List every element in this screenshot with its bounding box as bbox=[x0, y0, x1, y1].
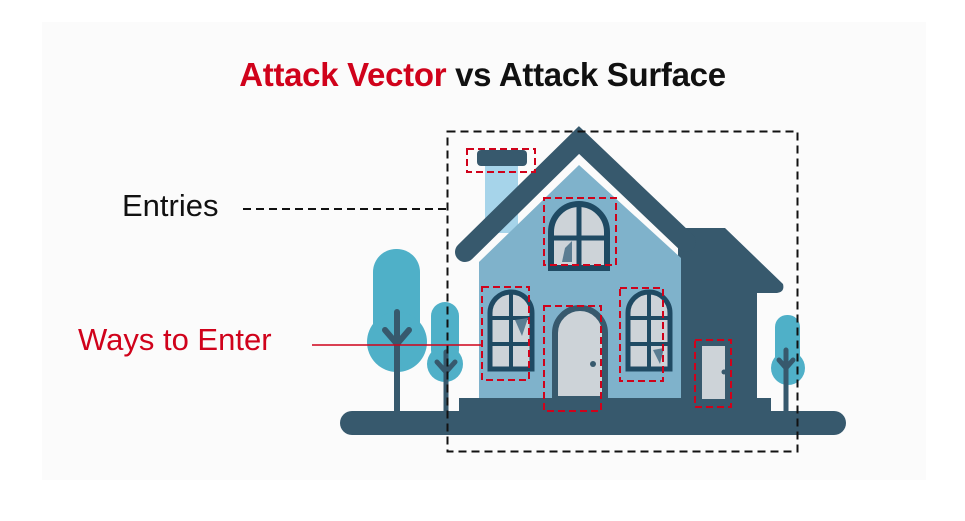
right-tree bbox=[771, 315, 805, 415]
chimney-cap bbox=[477, 150, 527, 166]
marker-right-window bbox=[619, 287, 664, 382]
entry-markers bbox=[466, 148, 732, 412]
ways-to-enter-label: Ways to Enter bbox=[78, 322, 272, 357]
side-door bbox=[702, 346, 727, 399]
marker-side-door bbox=[694, 339, 732, 408]
big-tree bbox=[367, 249, 427, 415]
left-window bbox=[487, 289, 535, 372]
marker-top-window bbox=[543, 197, 617, 266]
roof bbox=[455, 126, 696, 262]
marker-front-door bbox=[543, 305, 602, 412]
title-rest: vs Attack Surface bbox=[446, 56, 726, 93]
ground bbox=[340, 411, 846, 435]
small-tree bbox=[427, 302, 463, 415]
marker-left-window bbox=[481, 286, 530, 381]
marker-chimney bbox=[466, 148, 536, 173]
entries-label: Entries bbox=[122, 188, 219, 223]
diagram-title: Attack Vector vs Attack Surface bbox=[0, 56, 965, 94]
front-door bbox=[552, 305, 608, 402]
top-window bbox=[548, 201, 610, 271]
attack-surface-box bbox=[446, 130, 799, 453]
title-highlight: Attack Vector bbox=[239, 56, 447, 93]
